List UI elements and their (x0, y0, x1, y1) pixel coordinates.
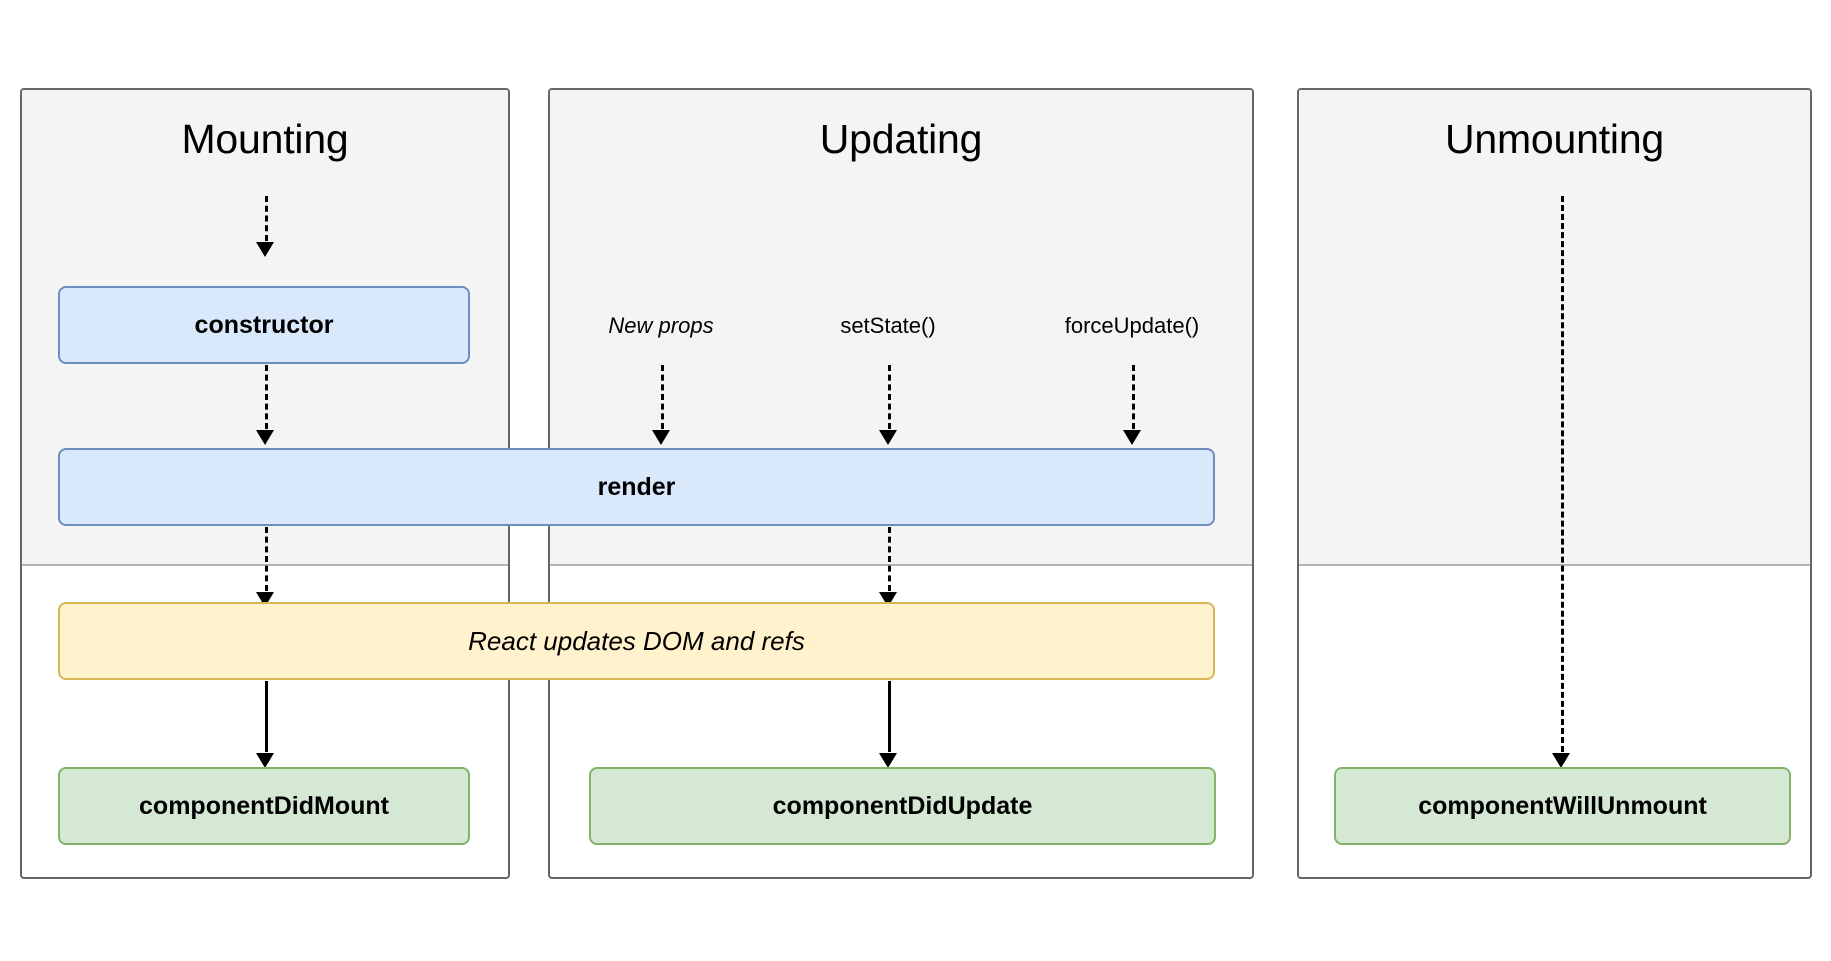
phase-title-updating: Updating (819, 116, 983, 162)
lifecycle-node-constructor[interactable]: constructor (58, 286, 470, 364)
lifecycle-node-component-did-update[interactable]: componentDidUpdate (589, 767, 1216, 845)
phase-title-unmounting: Unmounting (1444, 116, 1665, 162)
lifecycle-node-component-did-mount-label: componentDidMount (139, 791, 389, 820)
trigger-label-new-props: New props (608, 313, 714, 338)
lifecycle-node-react-updates-dom-and-refs[interactable]: React updates DOM and refs (58, 602, 1215, 680)
trigger-label-force-update: forceUpdate() (1064, 313, 1200, 338)
panel-upper-region-unmounting (1299, 90, 1810, 566)
lifecycle-node-component-did-update-label: componentDidUpdate (772, 791, 1033, 820)
lifecycle-node-component-will-unmount-label: componentWillUnmount (1418, 791, 1707, 820)
phase-title-mounting: Mounting (181, 116, 349, 162)
lifecycle-node-constructor-label: constructor (194, 310, 334, 339)
lifecycle-node-react-updates-label: React updates DOM and refs (468, 625, 805, 656)
phase-panel-unmounting: Unmounting (1297, 88, 1812, 879)
lifecycle-node-render-label: render (597, 472, 676, 501)
lifecycle-node-component-did-mount[interactable]: componentDidMount (58, 767, 470, 845)
lifecycle-node-component-will-unmount[interactable]: componentWillUnmount (1334, 767, 1791, 845)
lifecycle-node-render[interactable]: render (58, 448, 1215, 526)
trigger-label-set-state: setState() (840, 313, 936, 338)
